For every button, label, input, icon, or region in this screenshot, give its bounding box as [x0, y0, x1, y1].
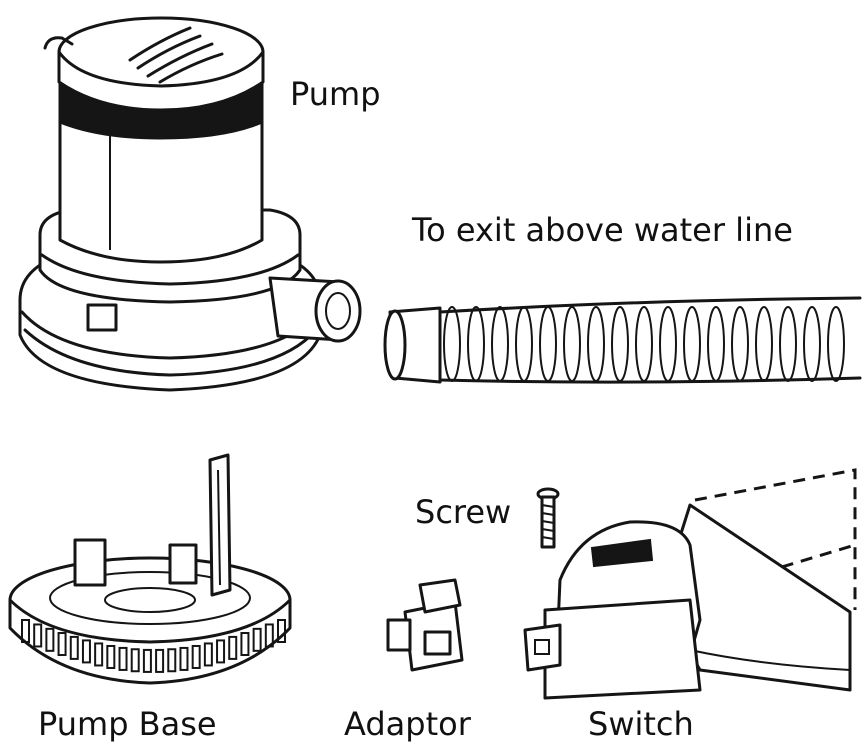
hose-rib	[779, 306, 797, 382]
hose-exit-label: To exit above water line	[412, 211, 793, 249]
hose-rib	[467, 306, 485, 382]
switch-drawing	[523, 468, 857, 700]
base-slot	[142, 648, 152, 673]
base-slot	[21, 619, 30, 643]
hose-rib	[611, 306, 629, 382]
base-slot	[130, 648, 140, 673]
hose-rib	[491, 306, 509, 382]
base-slot	[252, 627, 262, 652]
switch-label: Switch	[588, 705, 694, 743]
hose-rib	[443, 306, 461, 382]
base-slot	[33, 623, 43, 648]
hose-rib	[683, 306, 701, 382]
pump-base-label: Pump Base	[38, 705, 217, 743]
adaptor-drawing	[386, 578, 464, 672]
pump-label: Pump	[290, 75, 381, 113]
pump-drawing	[18, 16, 362, 392]
base-slot	[167, 648, 177, 673]
hose-rib	[635, 306, 653, 382]
base-slot	[69, 635, 79, 660]
base-slot	[191, 644, 201, 669]
base-slot	[277, 619, 286, 643]
hose-rib	[563, 306, 581, 382]
hose-rib	[515, 306, 533, 382]
hose-drawing	[383, 296, 862, 384]
hose-rib	[731, 306, 749, 382]
base-slot	[45, 627, 55, 652]
pump-base-drawing	[8, 453, 292, 685]
hose-rib	[659, 306, 677, 382]
base-slot	[228, 635, 238, 660]
hose-rib	[827, 306, 845, 382]
screw-drawing	[536, 487, 560, 549]
base-slot	[118, 646, 128, 671]
adaptor-label: Adaptor	[344, 705, 471, 743]
base-slot	[94, 642, 104, 667]
hose-rib	[539, 306, 557, 382]
hose-rib	[587, 306, 605, 382]
base-slot	[155, 648, 165, 673]
screw-label: Screw	[415, 493, 512, 531]
base-slot	[203, 642, 213, 667]
base-slot	[179, 646, 189, 671]
base-slot	[106, 644, 116, 669]
hose-rib	[803, 306, 821, 382]
base-slot	[240, 632, 250, 657]
base-slot	[81, 639, 91, 664]
base-slot	[216, 639, 226, 664]
base-slot	[264, 623, 274, 648]
base-slot	[57, 632, 67, 657]
hose-rib	[755, 306, 773, 382]
hose-rib	[707, 306, 725, 382]
